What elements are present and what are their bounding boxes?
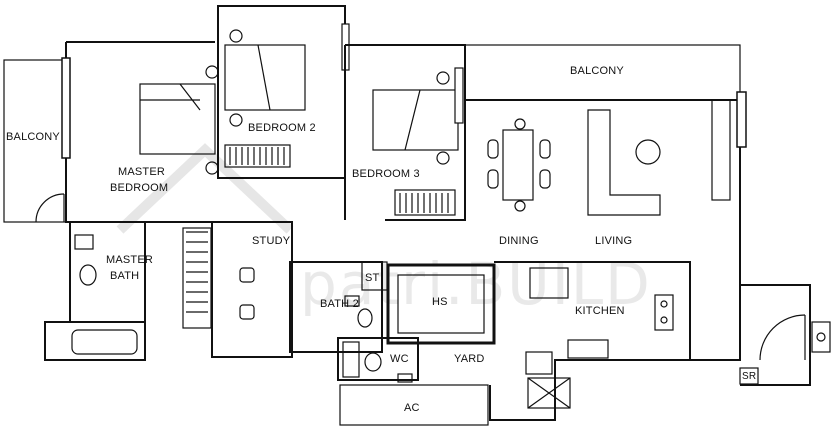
label-master-bedroom-line1: MASTER: [118, 166, 166, 178]
label-yard: YARD: [454, 353, 485, 365]
study-outline: [211, 221, 293, 358]
label-master-bath-line2: BATH: [110, 270, 140, 282]
living-dining-outline: [465, 99, 741, 285]
living-window: [736, 91, 747, 148]
bedroom2-bed: [224, 44, 306, 111]
label-store: ST: [365, 272, 380, 284]
master-bedroom-window: [61, 57, 71, 159]
entry-door-swing-icon: [759, 314, 806, 361]
label-balcony-top: BALCONY: [570, 65, 624, 77]
bedroom2-wardrobe: [224, 144, 291, 168]
label-ac-ledge: AC: [404, 402, 420, 414]
master-bed: [139, 83, 216, 155]
label-balcony-left: BALCONY: [6, 131, 60, 143]
label-household-shelter: HS: [432, 296, 448, 308]
bedroom2-outline: [217, 5, 346, 179]
yard-rack: [527, 377, 571, 409]
household-shelter-outline: [386, 263, 496, 345]
bath2-outline: [289, 261, 383, 353]
bathtub: [44, 321, 146, 361]
bedroom3-wardrobe: [394, 189, 456, 216]
bedroom3-bed: [372, 89, 459, 151]
label-kitchen: KITCHEN: [575, 305, 625, 317]
coffee-table: [635, 139, 661, 165]
label-wc: WC: [390, 353, 409, 365]
label-bedroom2: BEDROOM 2: [248, 122, 316, 134]
label-dining: DINING: [499, 235, 539, 247]
bedroom3-outline: [345, 44, 466, 221]
label-service-riser: SR: [742, 371, 757, 382]
ac-ledge-outline: [339, 384, 489, 426]
kitchen-counter: [529, 267, 569, 299]
dining-table: [502, 129, 534, 201]
kitchen-sink: [567, 339, 609, 359]
label-study: STUDY: [252, 235, 291, 247]
kitchen-yard-outline: [489, 261, 691, 421]
sofa: [587, 109, 661, 216]
washing-machine: [525, 351, 553, 375]
stove: [654, 294, 674, 331]
master-wardrobe: [182, 227, 212, 329]
tv-console: [711, 99, 731, 201]
label-bath2: BATH 2: [320, 298, 359, 310]
wc-outline: [337, 337, 419, 381]
watermark-house-icon: [116, 143, 294, 234]
label-master-bath-line1: MASTER: [106, 254, 154, 266]
service-riser-box: [739, 367, 759, 385]
label-living: LIVING: [595, 235, 633, 247]
door-swing-icon: [35, 193, 65, 223]
label-bedroom3: BEDROOM 3: [352, 168, 420, 180]
label-master-bedroom-line2: BEDROOM: [110, 182, 169, 194]
